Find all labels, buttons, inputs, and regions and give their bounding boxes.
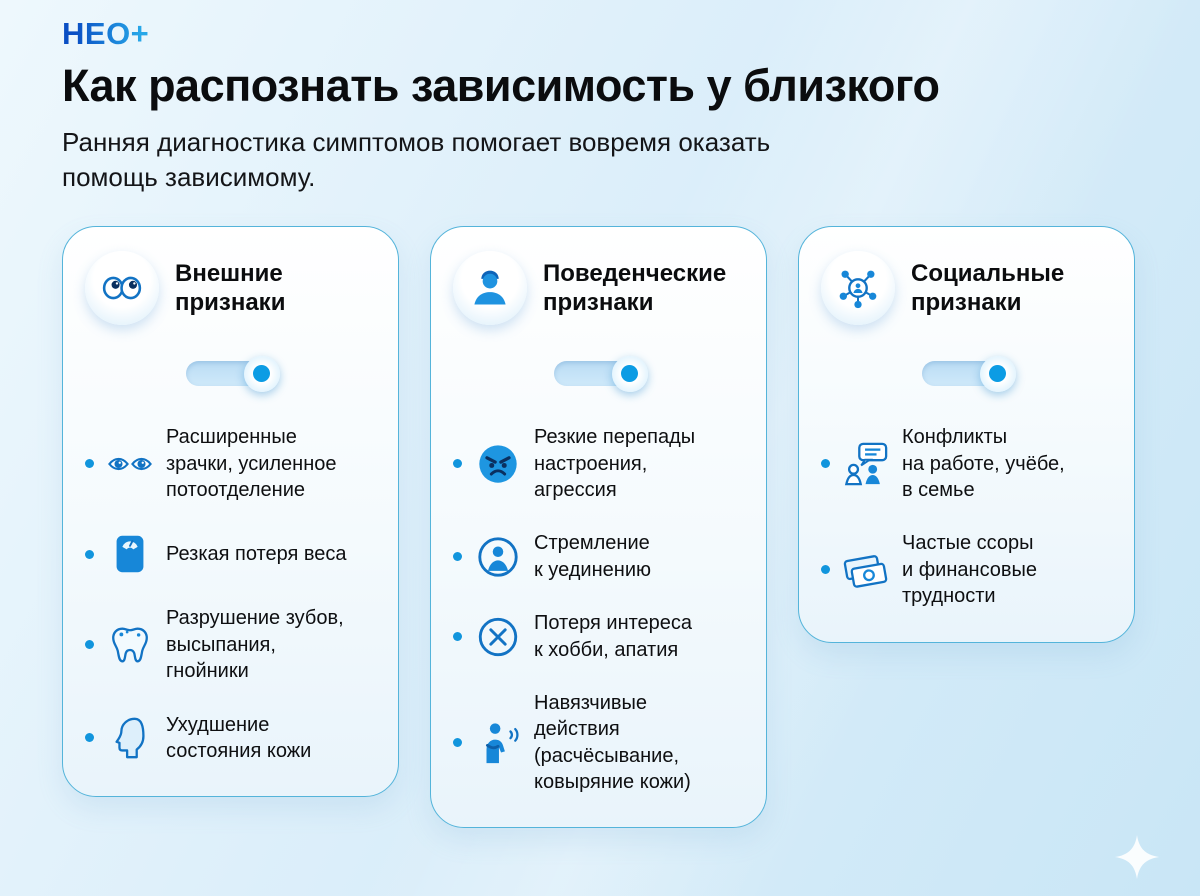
list-item: Частые ссоры и финансовые трудности (821, 530, 1112, 609)
bullet-dot (85, 549, 94, 559)
eyes-icon (85, 251, 159, 326)
list-item: Стремление к уединению (453, 530, 744, 583)
sparkle-icon (1114, 834, 1160, 880)
list-item: Конфликты на работе, учёбе, в семье (821, 424, 1112, 503)
item-text: Стремление к уединению (534, 532, 651, 581)
header: НЕО+ Как распознать зависимость у близко… (0, 0, 1200, 194)
bullet-dot (453, 552, 462, 562)
toggle-knob (979, 355, 1016, 392)
card-title: Поведенческие признаки (543, 259, 727, 317)
item-text: Разрушение зубов, высыпания, гнойники (166, 607, 344, 683)
toggle-knob (611, 355, 648, 392)
item-text: Расширенные зрачки, усиленное потоотделе… (166, 426, 337, 501)
bullet-dot (821, 565, 830, 575)
item-text: Резкие перепады настроения, агрессия (534, 426, 696, 501)
social-signs-toggle[interactable] (921, 355, 1016, 392)
scratching-icon (473, 719, 523, 767)
item-text: Частые ссоры и финансовые трудности (902, 532, 1038, 608)
brand-logo: НЕО+ (62, 16, 150, 51)
list-item: Резкая потеря веса (85, 530, 376, 578)
dilated-pupils-icon (105, 440, 155, 488)
bullet-dot (453, 632, 462, 641)
bullet-dot (85, 459, 94, 469)
angry-face-icon (473, 440, 523, 488)
money-icon (841, 546, 891, 594)
items-list: Резкие перепады настроения, агрессия Стр… (453, 424, 744, 795)
external-signs-toggle[interactable] (185, 355, 280, 392)
list-item: Ухудшение состояния кожи (85, 712, 376, 765)
person-icon (453, 251, 527, 326)
weight-scale-icon (105, 530, 155, 578)
item-text: Резкая потеря веса (166, 543, 347, 566)
card-title: Социальные признаки (911, 259, 1065, 317)
list-item: Расширенные зрачки, усиленное потоотделе… (85, 424, 376, 503)
bullet-dot (85, 733, 94, 743)
cards-row: Внешние признаки Расширенные зрачки, уси… (0, 226, 1200, 829)
page-subtitle: Ранняя диагностика симптомов помогает во… (62, 127, 771, 192)
list-item: Разрушение зубов, высыпания, гнойники (85, 605, 376, 684)
toggle-dot (989, 365, 1006, 383)
bullet-dot (453, 459, 462, 469)
toggle-dot (621, 365, 638, 383)
solitude-icon (473, 533, 523, 581)
item-text: Ухудшение состояния кожи (166, 713, 312, 762)
behavioral-signs-toggle[interactable] (553, 355, 648, 392)
card-head: Социальные признаки (821, 251, 1112, 326)
no-interest-icon (473, 613, 523, 661)
items-list: Конфликты на работе, учёбе, в семье (821, 424, 1112, 609)
item-text: Потеря интереса к хобби, апатия (534, 612, 693, 661)
toggle-dot (253, 365, 270, 383)
card-external-signs: Внешние признаки Расширенные зрачки, уси… (62, 226, 399, 798)
item-text: Конфликты на работе, учёбе, в семье (902, 426, 1065, 501)
social-network-icon (821, 251, 895, 326)
face-profile-icon (105, 714, 155, 762)
bullet-dot (821, 459, 830, 469)
card-title: Внешние признаки (175, 259, 286, 317)
toggle-knob (243, 355, 280, 392)
items-list: Расширенные зрачки, усиленное потоотделе… (85, 424, 376, 764)
list-item: Резкие перепады настроения, агрессия (453, 424, 744, 503)
list-item: Навязчивые действия (расчёсывание, ковыр… (453, 690, 744, 796)
card-behavioral-signs: Поведенческие признаки Резкие п (430, 226, 767, 829)
tooth-icon (105, 621, 155, 669)
list-item: Потеря интереса к хобби, апатия (453, 610, 744, 663)
card-social-signs: Социальные признаки (798, 226, 1135, 643)
card-head: Внешние признаки (85, 251, 376, 326)
bullet-dot (85, 640, 94, 650)
card-head: Поведенческие признаки (453, 251, 744, 326)
conflict-icon (841, 440, 891, 488)
item-text: Навязчивые действия (расчёсывание, ковыр… (534, 691, 691, 794)
bullet-dot (453, 738, 462, 748)
page-title: Как распознать зависимость у близкого (62, 60, 940, 111)
